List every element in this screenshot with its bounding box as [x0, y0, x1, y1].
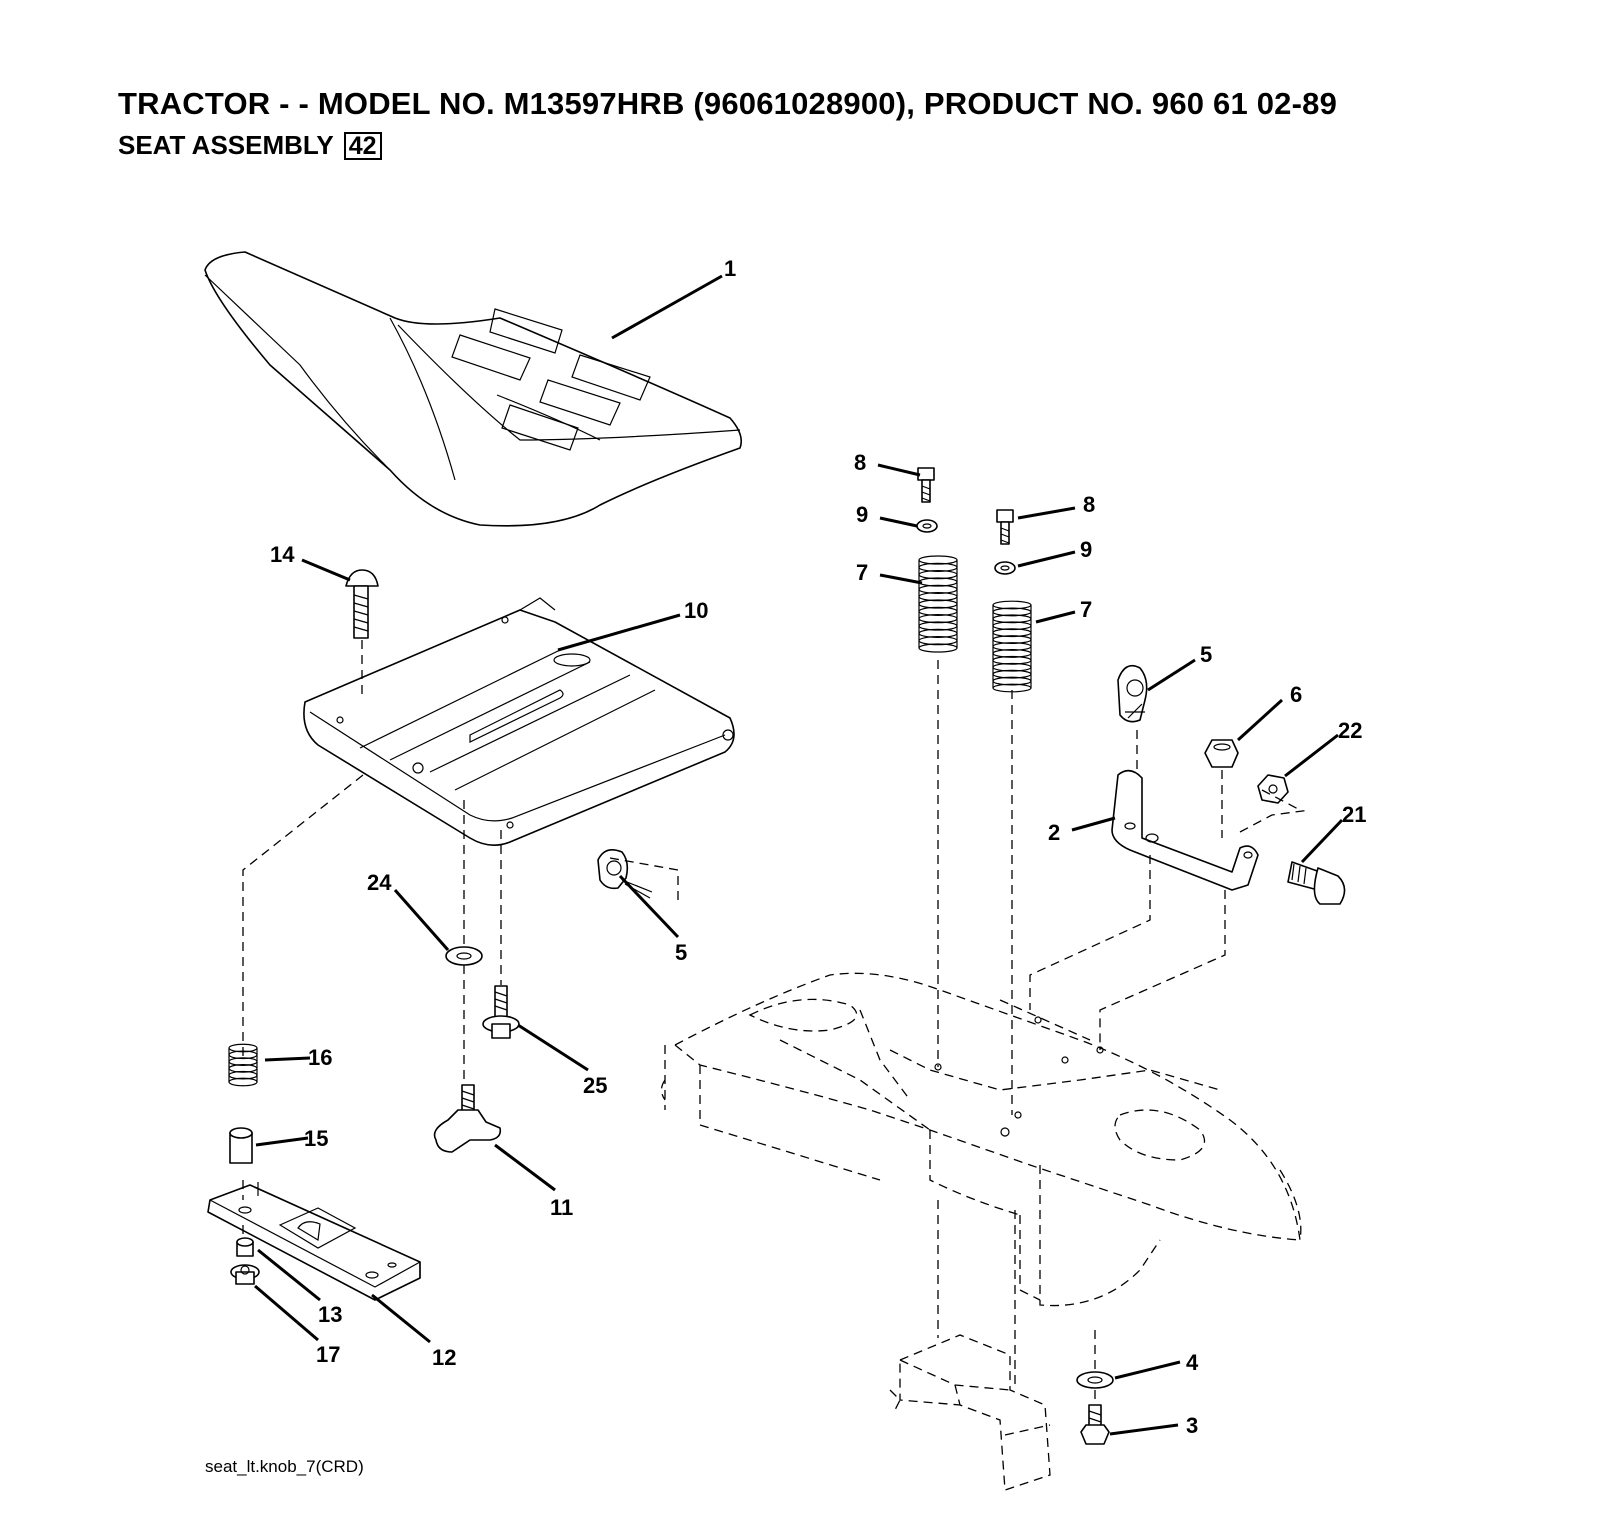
callout-9-left: 9 [856, 502, 868, 527]
callout-8-left: 8 [854, 450, 866, 475]
callout-9-right: 9 [1080, 537, 1092, 562]
clip-part-5-lower [597, 849, 653, 899]
nut-part-13 [236, 1237, 254, 1257]
callout-15: 15 [304, 1126, 328, 1151]
spring-part-7-right [992, 600, 1032, 693]
seat-pan-part-10 [303, 597, 735, 846]
spring-part-7-left [918, 555, 958, 653]
bolt-part-8-left [917, 467, 935, 503]
washer-part-9-right [994, 561, 1016, 575]
callout-17: 17 [316, 1342, 340, 1367]
bracket-part-2 [1111, 769, 1259, 891]
callout-21: 21 [1342, 802, 1366, 827]
shoulder-bolt-part-21 [1287, 861, 1346, 905]
callout-5-lower: 5 [675, 940, 687, 965]
callout-7-right: 7 [1080, 597, 1092, 622]
slide-plate-part-12 [207, 1182, 421, 1301]
section-title: SEAT ASSEMBLY 42 [118, 130, 382, 161]
washer-part-24 [445, 946, 483, 966]
callout-2: 2 [1048, 820, 1060, 845]
callout-24: 24 [367, 870, 392, 895]
callout-14: 14 [270, 542, 295, 567]
spacer-part-15 [229, 1127, 253, 1164]
clip-part-5-upper [1117, 664, 1148, 723]
section-number-box: 42 [343, 132, 382, 160]
callout-3: 3 [1186, 1413, 1198, 1438]
callout-1: 1 [724, 256, 736, 281]
callout-7-left: 7 [856, 560, 868, 585]
washer-part-9-left [916, 519, 938, 533]
callout-16: 16 [308, 1045, 332, 1070]
nut-part-22 [1257, 774, 1289, 804]
hex-bolt-part-3 [1080, 1404, 1110, 1445]
carriage-bolt-part-14 [345, 569, 379, 639]
seat-part-1 [204, 251, 743, 527]
callout-25: 25 [583, 1073, 607, 1098]
fender-frame-reference [660, 972, 1302, 1491]
callout-5-upper: 5 [1200, 642, 1212, 667]
page-title: TRACTOR - - MODEL NO. M13597HRB (9606102… [118, 86, 1338, 121]
callout-6: 6 [1290, 682, 1302, 707]
lock-nut-part-6 [1204, 739, 1239, 768]
callout-8-right: 8 [1083, 492, 1095, 517]
callout-12: 12 [432, 1345, 456, 1370]
spring-part-16 [228, 1043, 258, 1087]
callout-4: 4 [1186, 1350, 1199, 1375]
assembly-centerlines [242, 640, 1311, 1405]
callout-labels: 1 14 10 8 9 7 8 9 7 5 6 22 2 21 24 5 16 … [270, 256, 1366, 1438]
bolt-part-8-right [996, 509, 1014, 545]
knob-part-11 [433, 1084, 502, 1153]
shoulder-bolt-part-25 [482, 985, 520, 1039]
leader-lines [254, 274, 1344, 1436]
drawing-id: seat_lt.knob_7(CRD) [205, 1457, 364, 1476]
callout-22: 22 [1338, 718, 1362, 743]
callout-11: 11 [550, 1195, 573, 1220]
washer-part-4 [1076, 1371, 1114, 1389]
section-title-text: SEAT ASSEMBLY [118, 130, 334, 160]
callout-10: 10 [684, 598, 708, 623]
nut-part-17 [230, 1264, 260, 1285]
callout-13: 13 [318, 1302, 342, 1327]
